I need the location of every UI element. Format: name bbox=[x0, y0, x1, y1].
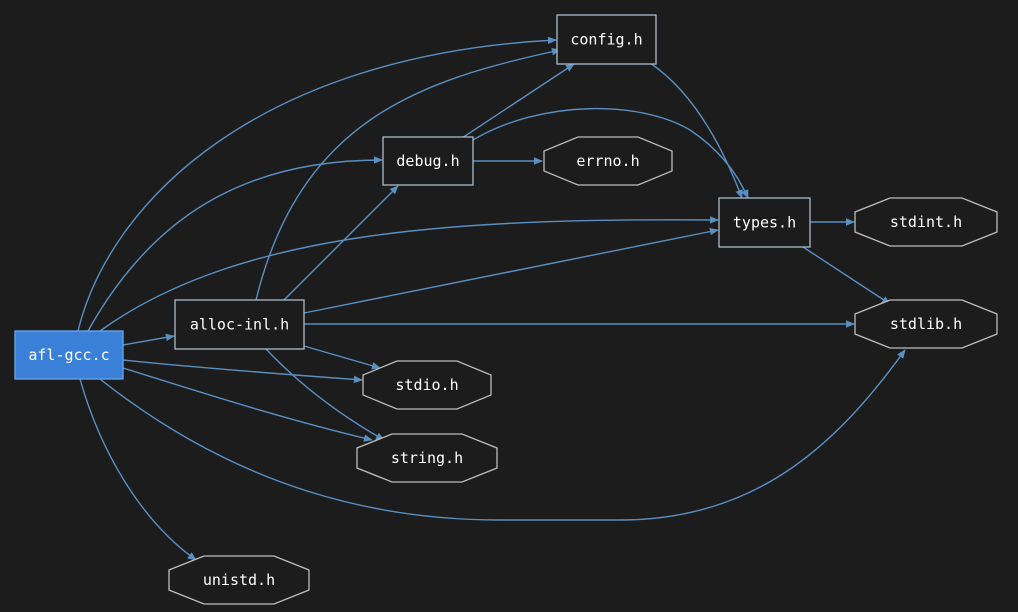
node-unistd[interactable]: unistd.h bbox=[168, 555, 310, 605]
node-config[interactable]: config.h bbox=[556, 14, 657, 65]
node-afl-gcc-label: afl-gcc.c bbox=[28, 346, 109, 364]
node-stdint-label: stdint.h bbox=[890, 213, 962, 231]
node-types[interactable]: types.h bbox=[718, 197, 811, 248]
node-stdint-shape bbox=[854, 197, 998, 247]
edges bbox=[77, 36, 906, 561]
node-stdlib-label: stdlib.h bbox=[890, 315, 962, 333]
node-debug-label: debug.h bbox=[396, 152, 459, 170]
node-types-box bbox=[718, 197, 811, 248]
edge-alloc-inl-to-string bbox=[265, 348, 385, 441]
node-config-box bbox=[556, 14, 657, 65]
node-string-label: string.h bbox=[391, 449, 463, 467]
edge-afl-gcc-to-alloc-inl bbox=[122, 333, 175, 346]
edge-debug-to-config bbox=[461, 63, 575, 139]
node-stdlib[interactable]: stdlib.h bbox=[854, 299, 998, 349]
edge-afl-gcc-to-string bbox=[122, 367, 373, 442]
node-errno-shape bbox=[543, 136, 673, 186]
edge-alloc-inl-to-types bbox=[303, 227, 719, 314]
node-types-label: types.h bbox=[733, 214, 796, 232]
edge-afl-gcc-to-stdio bbox=[122, 359, 363, 384]
edge-alloc-inl-to-config bbox=[255, 48, 561, 301]
edge-afl-gcc-to-stdlib bbox=[99, 349, 906, 521]
node-stdio[interactable]: stdio.h bbox=[362, 360, 492, 410]
edge-alloc-inl-to-stdio bbox=[303, 345, 381, 370]
node-afl-gcc-box bbox=[14, 330, 124, 380]
node-unistd-shape bbox=[168, 555, 310, 605]
node-errno[interactable]: errno.h bbox=[543, 136, 673, 186]
node-alloc-inl-box bbox=[174, 299, 305, 350]
node-debug[interactable]: debug.h bbox=[382, 136, 474, 186]
node-stdio-label: stdio.h bbox=[395, 376, 458, 394]
node-string[interactable]: string.h bbox=[356, 433, 498, 483]
node-stdio-shape bbox=[362, 360, 492, 410]
edge-afl-gcc-to-types bbox=[99, 216, 719, 332]
node-config-label: config.h bbox=[570, 31, 642, 49]
node-unistd-label: unistd.h bbox=[203, 571, 275, 589]
edge-afl-gcc-to-config bbox=[77, 36, 557, 332]
edge-config-to-types bbox=[649, 62, 743, 199]
edge-afl-gcc-to-unistd bbox=[79, 378, 197, 561]
node-debug-box bbox=[382, 136, 474, 186]
node-alloc-inl[interactable]: alloc-inl.h bbox=[174, 299, 305, 350]
edge-afl-gcc-to-debug bbox=[87, 156, 383, 332]
edge-debug-to-types bbox=[472, 107, 749, 199]
node-string-shape bbox=[356, 433, 498, 483]
node-afl-gcc[interactable]: afl-gcc.c bbox=[14, 330, 124, 380]
edge-alloc-inl-to-debug bbox=[283, 185, 399, 301]
node-alloc-inl-label: alloc-inl.h bbox=[190, 316, 289, 334]
node-errno-label: errno.h bbox=[576, 152, 639, 170]
edge-types-to-stdlib bbox=[802, 246, 891, 305]
node-stdlib-shape bbox=[854, 299, 998, 349]
node-stdint[interactable]: stdint.h bbox=[854, 197, 998, 247]
nodes: afl-gcc.c alloc-inl.h config.h debug.h t… bbox=[14, 14, 998, 605]
